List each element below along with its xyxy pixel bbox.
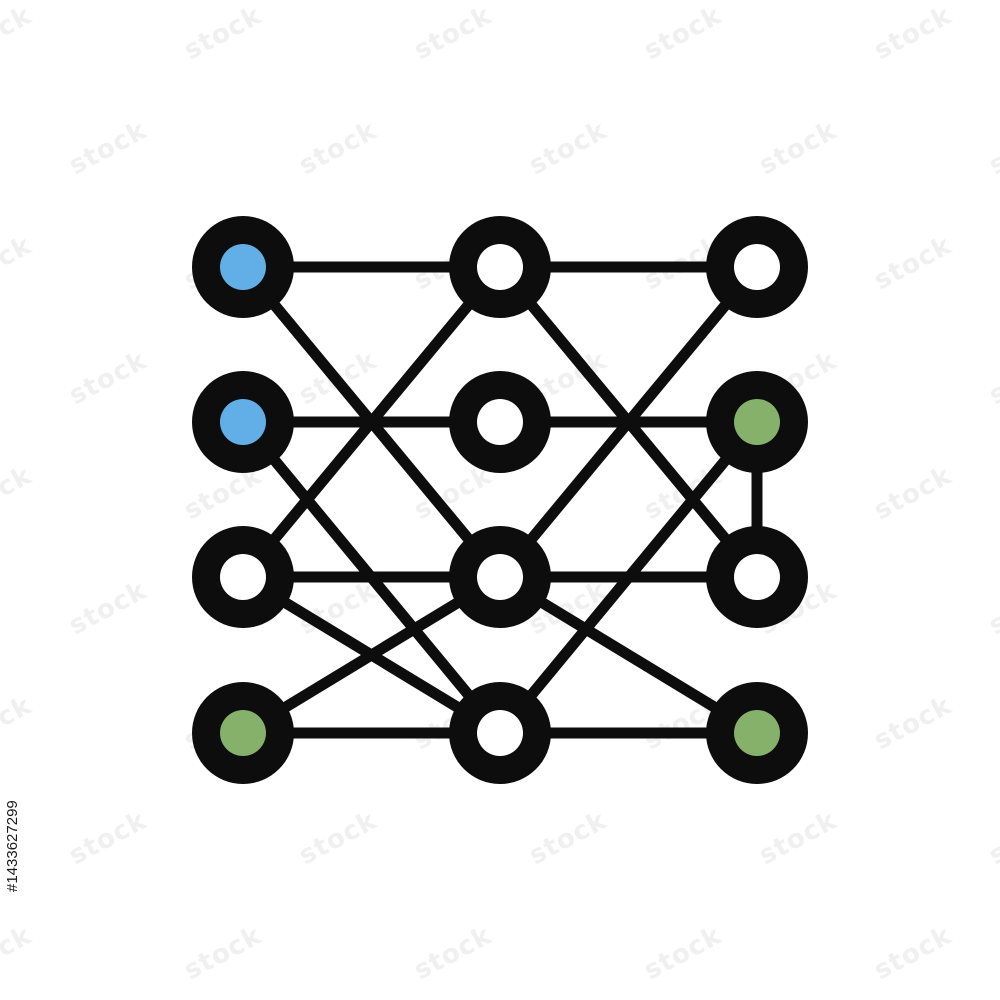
watermark-text: stock [869, 0, 957, 66]
node-n00-blue [192, 216, 294, 318]
watermark-text: stock [64, 805, 152, 871]
watermark-text: stock [409, 920, 497, 986]
node-fill [477, 554, 523, 600]
watermark-text: stock [639, 920, 727, 986]
node-n02-white [706, 216, 808, 318]
watermark-text: stock [869, 460, 957, 526]
node-n32-green [706, 682, 808, 784]
watermark-text: stock [0, 460, 37, 526]
watermark-text: stock [984, 805, 1000, 871]
watermark-text: stock [984, 575, 1000, 641]
watermark-text: stock [754, 115, 842, 181]
edge-n10-n31 [237, 416, 506, 739]
node-fill [220, 554, 266, 600]
node-fill [220, 244, 266, 290]
edge-n12-n31 [494, 416, 763, 739]
node-n11-white [449, 371, 551, 473]
stock-id-label: #1433627299 [4, 800, 21, 892]
node-n10-blue [192, 371, 294, 473]
watermark-text: stock [869, 690, 957, 756]
watermark-text: stock [524, 805, 612, 871]
watermark-text: stock [984, 115, 1000, 181]
watermark-text: stock [179, 0, 267, 66]
node-fill [477, 399, 523, 445]
node-fill [734, 244, 780, 290]
node-n30-green [192, 682, 294, 784]
watermark-text: stock [0, 0, 37, 66]
watermark-text: stock [409, 0, 497, 66]
node-fill [220, 399, 266, 445]
nodes-layer [192, 216, 808, 784]
edge-n01-n20 [237, 261, 506, 583]
watermark-text: stock [639, 0, 727, 66]
node-n01-white [449, 216, 551, 318]
watermark-text: stock [0, 690, 37, 756]
node-fill [734, 554, 780, 600]
node-n22-white [706, 526, 808, 628]
watermark-text: stock [0, 920, 37, 986]
node-n12-green [706, 371, 808, 473]
edge-n02-n21 [494, 261, 763, 583]
node-fill [477, 244, 523, 290]
watermark-text: stock [984, 345, 1000, 411]
node-n31-white [449, 682, 551, 784]
watermark-text: stock [524, 115, 612, 181]
node-fill [734, 399, 780, 445]
watermark-text: stock [294, 805, 382, 871]
watermark-text: stock [64, 115, 152, 181]
watermark-text: stock [869, 920, 957, 986]
node-n21-white [449, 526, 551, 628]
watermark-text: stock [294, 115, 382, 181]
watermark-text: stock [0, 230, 37, 296]
watermark-text: stock [179, 920, 267, 986]
watermark-text: stock [64, 345, 152, 411]
node-n20-white [192, 526, 294, 628]
watermark-text: stock [64, 575, 152, 641]
node-fill [220, 710, 266, 756]
watermark-text: stock [869, 230, 957, 296]
node-fill [477, 710, 523, 756]
watermark-text: stock [754, 805, 842, 871]
node-fill [734, 710, 780, 756]
